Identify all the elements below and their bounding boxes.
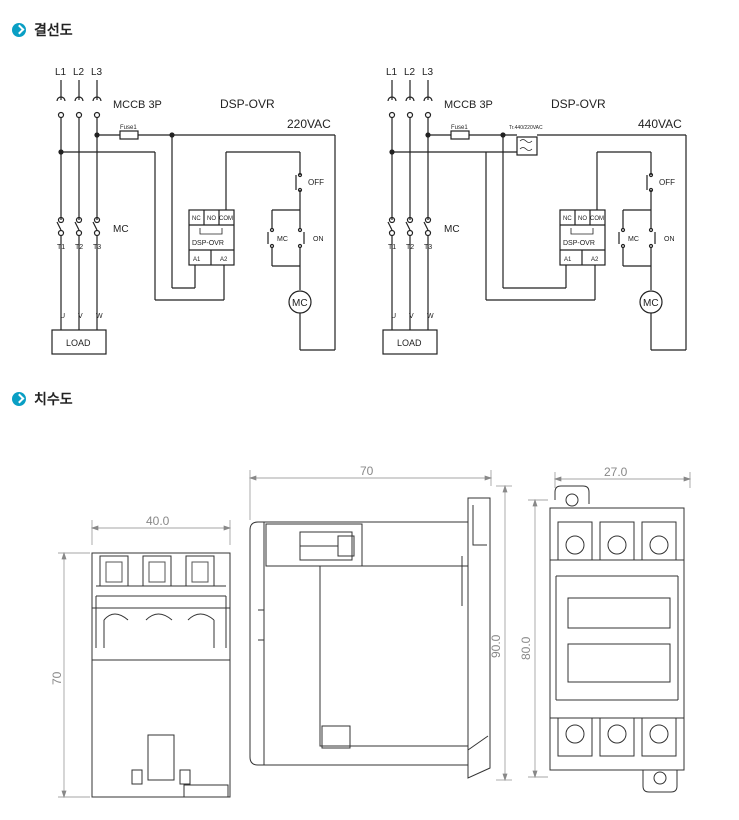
contact-label: NC: [192, 216, 201, 222]
load-term: V: [78, 313, 83, 320]
mc-aux-label: MC: [277, 236, 288, 243]
phase-label: L2: [404, 67, 416, 78]
coil-label: A2: [591, 257, 599, 263]
contact-label: NO: [207, 216, 216, 222]
bullet-icon: [12, 392, 26, 406]
on-label: ON: [664, 236, 675, 243]
off-label: OFF: [308, 178, 324, 187]
mc-aux-label: MC: [628, 236, 639, 243]
dimension-drawings: 40.0 70 70 90.0: [50, 464, 692, 799]
mccb-label: MCCB 3P: [113, 99, 162, 111]
phase-label: L1: [386, 67, 398, 78]
load-label: LOAD: [397, 338, 422, 348]
motor-label: MC: [292, 298, 308, 309]
wiring-diagrams: L1 L2 L3 MCCB 3P DSP-OVR 220VAC Fuse1 NC: [51, 67, 687, 355]
bullet-icon: [12, 23, 26, 37]
contact-label: COM: [219, 216, 233, 222]
side-view: 70 90.0: [248, 464, 512, 782]
contact-label: NC: [563, 216, 572, 222]
mccb-label: MCCB 3P: [444, 99, 493, 111]
dim-back-height: 80.0: [519, 636, 533, 660]
fuse-label: Fuse1: [451, 125, 468, 131]
wiring-section-title: 결선도: [12, 20, 73, 40]
dim-front-height: 70: [50, 671, 64, 685]
dimensions-title-text: 치수도: [34, 392, 73, 408]
load-term: U: [391, 313, 396, 320]
phase-label: L3: [422, 67, 434, 78]
ovr-label: DSP-OVR: [192, 240, 224, 247]
coil-label: A1: [193, 257, 201, 263]
dim-front-width: 40.0: [146, 514, 170, 528]
on-label: ON: [313, 236, 324, 243]
load-term: W: [427, 313, 434, 320]
voltage-label: 220VAC: [287, 117, 331, 131]
off-label: OFF: [659, 178, 675, 187]
contact-label: COM: [590, 216, 604, 222]
contact-label: NO: [578, 216, 587, 222]
coil-label: A1: [564, 257, 572, 263]
dimensions-section-title: 치수도: [12, 389, 73, 409]
front-view: 40.0 70: [50, 514, 232, 799]
coil-label: A2: [220, 257, 228, 263]
load-term: W: [96, 313, 103, 320]
device-label: DSP-OVR: [551, 97, 606, 111]
wiring-title-text: 결선도: [34, 23, 73, 39]
dim-back-width: 27.0: [604, 465, 628, 479]
mc-label: MC: [113, 224, 129, 235]
back-view: 27.0 80.0: [519, 465, 692, 793]
ovr-label: DSP-OVR: [563, 240, 595, 247]
wiring-diagram-440: L1 L2 L3 MCCB 3P DSP-OVR 440VAC Fuse1 Tr…: [382, 67, 687, 355]
phase-label: L2: [73, 67, 85, 78]
transformer-label: Tr.440/220VAC: [509, 125, 543, 131]
load-label: LOAD: [66, 338, 91, 348]
mc-label: MC: [444, 224, 460, 235]
load-term: U: [60, 313, 65, 320]
motor-label: MC: [643, 298, 659, 309]
dim-side-width: 70: [360, 464, 374, 478]
wiring-diagram-220: L1 L2 L3 MCCB 3P DSP-OVR 220VAC Fuse1 NC: [51, 67, 336, 355]
device-label: DSP-OVR: [220, 97, 275, 111]
voltage-label: 440VAC: [638, 117, 682, 131]
phase-label: L1: [55, 67, 67, 78]
load-term: V: [409, 313, 414, 320]
fuse-label: Fuse1: [120, 125, 137, 131]
dim-side-height: 90.0: [489, 634, 503, 658]
phase-label: L3: [91, 67, 103, 78]
